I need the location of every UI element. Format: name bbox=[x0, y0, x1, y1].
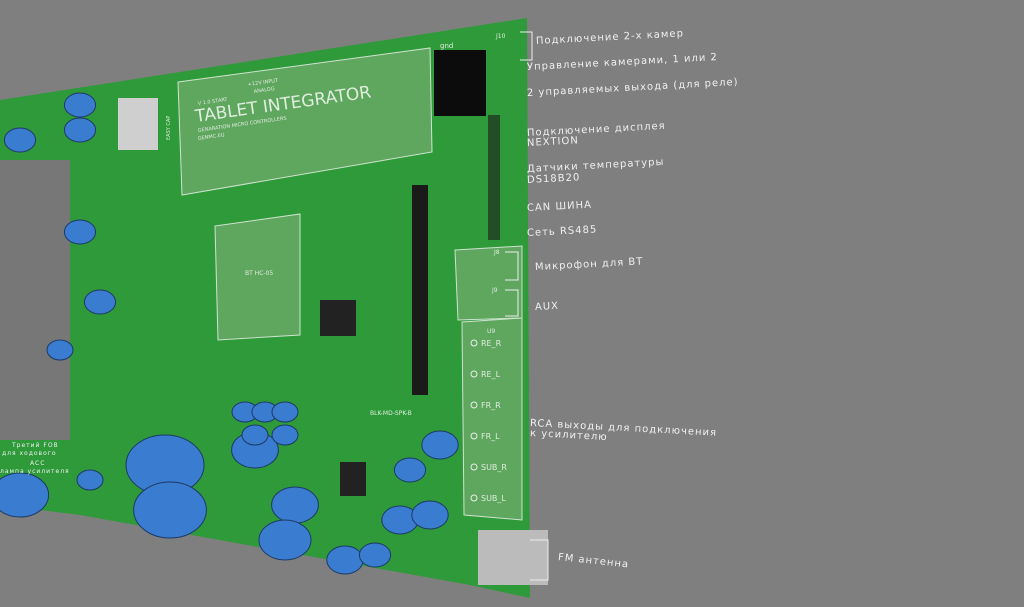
rca-label: FR_R bbox=[481, 401, 501, 410]
capacitor bbox=[411, 500, 449, 530]
left-label-2: для ходового bbox=[2, 450, 57, 457]
capacitor bbox=[271, 424, 299, 446]
capacitor bbox=[46, 339, 74, 361]
capacitor bbox=[0, 472, 50, 518]
capacitor bbox=[63, 219, 97, 245]
header-pins-right bbox=[488, 115, 500, 240]
capacitor bbox=[63, 92, 97, 118]
left-label-3: ACC bbox=[30, 460, 46, 467]
rca-label: FR_L bbox=[481, 432, 500, 441]
bt-module-label: BT HC-05 bbox=[245, 270, 273, 277]
rca-label: RE_R bbox=[481, 339, 502, 348]
bt-module bbox=[214, 213, 301, 341]
chip-u6 bbox=[320, 300, 356, 336]
power-connector bbox=[434, 50, 486, 116]
audio-panel bbox=[454, 245, 523, 321]
capacitors bbox=[0, 92, 459, 575]
board-site: GENMC.EU bbox=[197, 132, 225, 142]
capacitor bbox=[421, 430, 459, 460]
capacitor bbox=[83, 289, 117, 315]
capacitor bbox=[3, 127, 37, 153]
u9-label: U9 bbox=[487, 328, 495, 335]
header-pins bbox=[412, 185, 428, 395]
analog-label: ANALOG bbox=[253, 86, 275, 95]
rca-label: RE_L bbox=[481, 370, 501, 379]
capacitor bbox=[393, 457, 427, 483]
capacitor bbox=[271, 401, 299, 423]
input-label: +12V INPUT bbox=[247, 78, 279, 88]
rca-jack bbox=[470, 494, 478, 502]
j9-label: J9 bbox=[491, 287, 498, 294]
amp-module-label: BLK-MD-SPK-B bbox=[370, 410, 412, 417]
capacitor bbox=[358, 542, 392, 568]
annotation-brackets bbox=[505, 31, 549, 581]
capacitor bbox=[326, 545, 364, 575]
j8-label: J8 bbox=[493, 249, 500, 256]
fm-antenna-connector bbox=[478, 530, 548, 585]
rca-label: SUB_L bbox=[481, 494, 506, 503]
board-version: V 1.0 START bbox=[197, 97, 228, 107]
rca-jack bbox=[470, 401, 478, 409]
left-label-4: лампа усилителя bbox=[0, 468, 70, 475]
left-connectors bbox=[0, 160, 70, 440]
capacitor bbox=[63, 117, 97, 143]
rca-jack bbox=[470, 463, 478, 471]
capacitor bbox=[258, 519, 312, 561]
usb-port bbox=[118, 98, 158, 150]
rca-jack bbox=[470, 432, 478, 440]
j10-label: J10 bbox=[495, 33, 506, 40]
gnd-label: gnd bbox=[440, 42, 453, 50]
rca-label: SUB_R bbox=[481, 463, 507, 472]
chip-amp bbox=[340, 462, 366, 496]
rca-jack bbox=[470, 339, 478, 347]
capacitor bbox=[133, 481, 207, 539]
capacitor bbox=[76, 469, 104, 491]
top-panel bbox=[177, 47, 433, 196]
easy-cap-label: EASY CAP bbox=[166, 116, 172, 140]
rca-jack bbox=[470, 370, 478, 378]
rca-panel bbox=[461, 317, 523, 521]
capacitor bbox=[271, 486, 319, 524]
left-label-1: Третий FOB bbox=[12, 442, 59, 449]
rca-jacks: RE_R RE_L FR_R FR_L SUB_R SUB_L bbox=[470, 339, 507, 503]
annotation-aux: AUX bbox=[534, 300, 560, 313]
capacitor bbox=[241, 424, 269, 446]
